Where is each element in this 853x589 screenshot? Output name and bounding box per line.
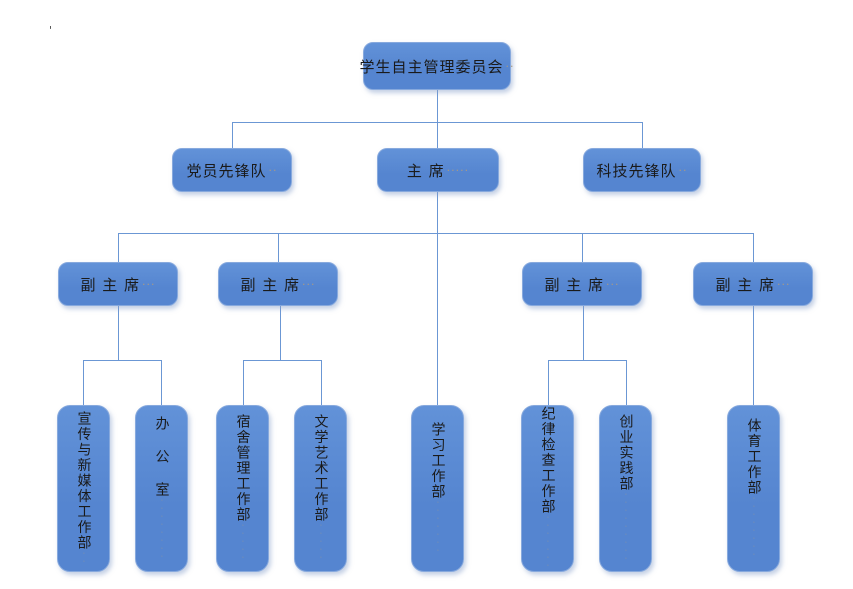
connector-drop-dept-office bbox=[161, 360, 162, 405]
connector-drop-vp3 bbox=[582, 233, 583, 262]
connector-drop-chairman bbox=[437, 122, 438, 148]
format-marks: ·· bbox=[678, 163, 688, 177]
connector-vp4-down bbox=[753, 306, 754, 405]
connector-drop-dept-entrepreneurship bbox=[626, 360, 627, 405]
connector-vp2-horizontal bbox=[243, 360, 322, 361]
org-node-dept-dorm-management[interactable]: 宿舍管理工作部····· bbox=[216, 405, 269, 572]
connector-drop-vp2 bbox=[278, 233, 279, 262]
org-node-dept-study-label: 学习工作部 bbox=[429, 421, 446, 500]
format-marks: ··· bbox=[302, 277, 316, 291]
connector-vp3-horizontal bbox=[548, 360, 627, 361]
org-node-dept-study[interactable]: 学习工作部······· bbox=[411, 405, 464, 572]
format-marks: ··· bbox=[777, 277, 791, 291]
org-node-vice-chairman-3-label: 副 主 席 bbox=[544, 275, 605, 294]
connector-drop-dept-discipline bbox=[548, 360, 549, 405]
connector-level3-horizontal bbox=[118, 233, 754, 234]
org-node-dept-entrepreneurship-practice-label: 创业实践部 bbox=[617, 413, 634, 492]
org-node-vice-chairman-4-label: 副 主 席 bbox=[715, 275, 776, 294]
connector-vp2-down bbox=[280, 306, 281, 360]
org-node-dept-office-label: 办 公 室 bbox=[153, 415, 170, 498]
org-node-root-label: 学生自主管理委员会 bbox=[359, 57, 504, 76]
format-marks: ····· bbox=[317, 522, 325, 563]
format-marks: ····· bbox=[239, 522, 247, 563]
org-node-tech-pioneer[interactable]: 科技先锋队·· bbox=[583, 148, 701, 192]
org-node-dept-dorm-management-label: 宿舍管理工作部 bbox=[234, 414, 251, 523]
org-node-dept-sports[interactable]: 体育工作部········ bbox=[727, 405, 780, 572]
format-marks: ······· bbox=[544, 514, 552, 571]
connector-drop-dept-dorm bbox=[243, 360, 244, 405]
org-node-chairman-label: 主 席 bbox=[406, 161, 445, 180]
org-node-dept-sports-label: 体育工作部 bbox=[745, 417, 762, 496]
org-node-dept-literature-arts-label: 文学艺术工作部 bbox=[312, 414, 329, 523]
connector-drop-party bbox=[232, 122, 233, 148]
format-marks: ······· bbox=[434, 499, 442, 556]
org-node-vice-chairman-4[interactable]: 副 主 席··· bbox=[693, 262, 813, 306]
org-node-dept-entrepreneurship-practice[interactable]: 创业实践部········· bbox=[599, 405, 652, 572]
org-node-vice-chairman-1[interactable]: 副 主 席··· bbox=[58, 262, 178, 306]
format-marks: ········ bbox=[750, 495, 758, 560]
connector-drop-dept-arts bbox=[321, 360, 322, 405]
format-marks: ········ bbox=[158, 497, 166, 562]
format-marks: ·· bbox=[268, 163, 278, 177]
format-marks: ·· bbox=[505, 59, 515, 73]
org-node-dept-literature-arts[interactable]: 文学艺术工作部····· bbox=[294, 405, 347, 572]
connector-drop-dept-publicity bbox=[83, 360, 84, 405]
org-node-vice-chairman-1-label: 副 主 席 bbox=[80, 275, 141, 294]
org-node-dept-discipline-inspection-label: 纪律检查工作部 bbox=[539, 406, 556, 515]
connector-vp1-horizontal bbox=[83, 360, 162, 361]
org-node-vice-chairman-3[interactable]: 副 主 席··· bbox=[522, 262, 642, 306]
connector-drop-vp4 bbox=[753, 233, 754, 262]
org-node-party-pioneer[interactable]: 党员先锋队·· bbox=[172, 148, 292, 192]
connector-root-down bbox=[437, 90, 438, 122]
connector-drop-vp1 bbox=[118, 233, 119, 262]
format-marks: ·· bbox=[80, 550, 88, 567]
connector-vp1-down bbox=[118, 306, 119, 360]
org-node-vice-chairman-2[interactable]: 副 主 席··· bbox=[218, 262, 338, 306]
org-node-tech-pioneer-label: 科技先锋队 bbox=[596, 161, 677, 180]
org-node-dept-discipline-inspection[interactable]: 纪律检查工作部······· bbox=[521, 405, 574, 572]
connector-vp3-down bbox=[583, 306, 584, 360]
connector-drop-tech bbox=[642, 122, 643, 148]
org-node-party-pioneer-label: 党员先锋队 bbox=[186, 161, 267, 180]
format-marks: ··· bbox=[606, 277, 620, 291]
format-marks: ····· bbox=[446, 163, 470, 177]
org-node-dept-office[interactable]: 办 公 室········ bbox=[135, 405, 188, 572]
format-marks: ········· bbox=[622, 491, 630, 564]
connector-chairman-down-long bbox=[437, 192, 438, 405]
org-node-dept-publicity-new-media-label: 宣传与新媒体工作部 bbox=[75, 410, 92, 551]
org-node-dept-publicity-new-media[interactable]: 宣传与新媒体工作部·· bbox=[57, 405, 110, 572]
stray-mark: ' bbox=[49, 24, 53, 37]
org-node-root[interactable]: 学生自主管理委员会·· bbox=[359, 42, 514, 90]
format-marks: ··· bbox=[142, 277, 156, 291]
org-node-chairman[interactable]: 主 席····· bbox=[377, 148, 499, 192]
org-node-vice-chairman-2-label: 副 主 席 bbox=[240, 275, 301, 294]
